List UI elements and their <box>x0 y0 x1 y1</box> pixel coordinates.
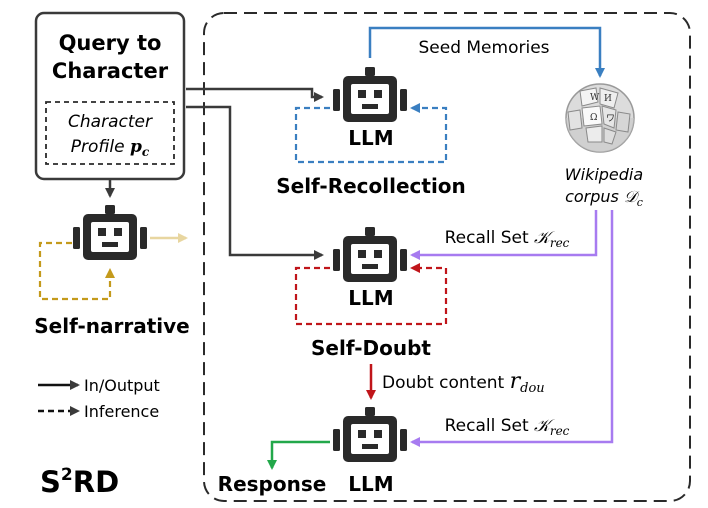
profile-line2: Profile pc <box>71 137 150 159</box>
response-label: Response <box>218 472 327 496</box>
response-robot-icon <box>333 407 407 462</box>
wiki-line2: corpus 𝒟c <box>565 187 643 209</box>
legend-in-out: In/Output <box>84 376 160 395</box>
profile-line1: Character <box>68 112 153 132</box>
arrow-recall-to-doubt <box>410 210 598 260</box>
wiki-line1: Wikipedia <box>565 165 643 184</box>
framework-frame <box>203 12 691 502</box>
svg-text:W: W <box>590 93 600 103</box>
arrow-query-to-doubt <box>186 105 324 260</box>
recollection-llm-label: LLM <box>348 126 393 150</box>
legend-inference: Inference <box>84 402 159 421</box>
recall-set-label-2: Recall Set 𝒦rec <box>445 416 570 438</box>
query-title-line2: Character <box>52 59 169 83</box>
narrative-inference-loop <box>38 241 115 301</box>
doubt-llm-label: LLM <box>348 286 393 310</box>
svg-text:И: И <box>604 94 612 104</box>
seed-memories-label: Seed Memories <box>418 38 549 58</box>
wikipedia-globe-icon: W И Ω ワ <box>565 83 635 153</box>
response-llm-label: LLM <box>348 472 393 496</box>
doubt-robot-icon <box>333 227 407 282</box>
doubt-content-label: Doubt content rdou <box>382 369 545 396</box>
arrow-recall-to-response <box>410 210 614 447</box>
svg-text:ワ: ワ <box>606 114 615 124</box>
recall-set-label-1: Recall Set 𝒦rec <box>445 228 570 250</box>
arrow-query-to-recollection <box>186 87 324 102</box>
query-title-line1: Query to <box>59 31 162 55</box>
recollection-inference-loop <box>294 103 448 164</box>
doubt-inference-loop <box>294 263 448 326</box>
self-narrative-label: Self-narrative <box>34 314 189 338</box>
recollection-robot-icon <box>333 67 407 122</box>
svg-text:Ω: Ω <box>590 113 597 123</box>
legend: In/Output Inference <box>38 376 160 421</box>
self-doubt-label: Self-Doubt <box>311 336 431 360</box>
arrow-response-out <box>267 440 330 470</box>
self-narrative-robot-icon <box>73 205 147 260</box>
self-recollection-label: Self-Recollection <box>276 174 466 198</box>
query-box: Query to Character Character Profile pc <box>34 11 186 181</box>
brand-title: S2RD <box>40 465 119 499</box>
arrow-seed-memories <box>368 26 605 78</box>
